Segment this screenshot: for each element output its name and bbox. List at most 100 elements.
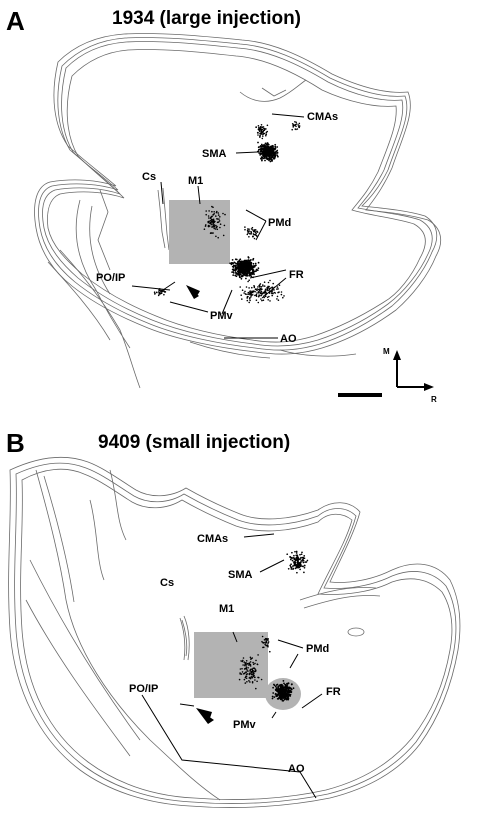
labeled-cell <box>268 146 271 149</box>
labeled-cell <box>217 212 220 214</box>
labeled-cell <box>252 269 255 271</box>
labeled-cell <box>249 292 251 295</box>
labeled-cell <box>268 158 271 161</box>
labeled-cell <box>213 224 215 227</box>
labeled-cell <box>288 694 291 697</box>
panel-a-label-sma: SMA <box>202 148 227 160</box>
labeled-cell <box>283 686 285 689</box>
labeled-cell <box>266 288 269 290</box>
labeled-cell <box>216 225 218 228</box>
labeled-cell <box>251 681 254 683</box>
labeled-cell <box>212 222 214 225</box>
labeled-cell <box>265 134 267 137</box>
panel-a: A 1934 (large injection) <box>6 6 442 404</box>
labeled-cell <box>276 146 279 148</box>
labeled-cell <box>237 274 239 276</box>
labeled-cell <box>251 229 254 231</box>
labeled-cell <box>295 550 298 553</box>
labeled-cell <box>239 276 242 279</box>
labeled-cell <box>275 151 277 153</box>
labeled-cell <box>217 236 219 239</box>
panel-a-labeled-cells <box>153 121 301 304</box>
labeled-cell <box>298 126 301 129</box>
labeled-cell <box>285 685 287 688</box>
labeled-cell <box>247 256 250 258</box>
labeled-cell <box>291 128 294 131</box>
panel-a-label-m1: M1 <box>188 175 203 187</box>
labeled-cell <box>252 262 255 265</box>
labeled-cell <box>303 566 306 569</box>
labeled-cell <box>246 669 248 671</box>
labeled-cell <box>253 237 256 240</box>
labeled-cell <box>236 262 239 265</box>
labeled-cell <box>267 151 269 154</box>
labeled-cell <box>262 148 265 151</box>
labeled-cell <box>229 262 232 265</box>
labeled-cell <box>246 662 249 665</box>
labeled-cell <box>291 123 294 125</box>
labeled-cell <box>257 292 260 294</box>
labeled-cell <box>265 133 267 136</box>
labeled-cell <box>261 635 264 638</box>
labeled-cell <box>266 147 268 149</box>
labeled-cell <box>287 682 289 685</box>
labeled-cell <box>239 286 241 288</box>
labeled-cell <box>255 268 258 271</box>
labeled-cell <box>300 559 303 562</box>
labeled-cell <box>237 266 240 268</box>
labeled-cell <box>249 663 252 666</box>
labeled-cell <box>241 660 244 663</box>
labeled-cell <box>283 682 285 685</box>
labeled-cell <box>292 126 295 128</box>
labeled-cell <box>243 668 246 670</box>
labeled-cell <box>299 553 301 556</box>
labeled-cell <box>213 221 215 223</box>
labeled-cell <box>245 668 247 670</box>
labeled-cell <box>292 568 294 570</box>
labeled-cell <box>278 284 281 287</box>
labeled-cell <box>244 262 247 264</box>
labeled-cell <box>268 149 270 151</box>
labeled-cell <box>251 657 254 659</box>
labeled-cell <box>295 123 298 125</box>
labeled-cell <box>235 272 238 275</box>
labeled-cell <box>304 561 307 563</box>
labeled-cell <box>267 642 269 644</box>
labeled-cell <box>248 274 251 277</box>
labeled-cell <box>246 297 248 299</box>
labeled-cell <box>212 218 215 221</box>
labeled-cell <box>261 131 264 133</box>
labeled-cell <box>295 552 298 554</box>
labeled-cell <box>255 687 257 690</box>
labeled-cell <box>258 126 260 129</box>
labeled-cell <box>248 272 250 274</box>
labeled-cell <box>252 663 255 666</box>
labeled-cell <box>249 677 252 680</box>
panel-a-label-fr: FR <box>289 269 304 281</box>
labeled-cell <box>271 292 273 295</box>
labeled-cell <box>255 126 257 128</box>
labeled-cell <box>276 697 279 700</box>
labeled-cell <box>160 292 162 294</box>
labeled-cell <box>255 288 257 290</box>
labeled-cell <box>240 277 243 280</box>
labeled-cell <box>250 233 253 235</box>
labeled-cell <box>270 160 273 162</box>
labeled-cell <box>265 149 268 152</box>
rostral-arrow-icon <box>424 383 434 391</box>
panel-a-label-pmd: PMd <box>268 217 291 229</box>
panel-a-label-cs: Cs <box>142 171 156 183</box>
labeled-cell <box>249 669 251 671</box>
labeled-cell <box>255 293 258 296</box>
labeled-cell <box>267 641 270 643</box>
labeled-cell <box>264 159 266 162</box>
labeled-cell <box>237 269 240 272</box>
labeled-cell <box>248 287 250 289</box>
scale-bar <box>338 393 382 397</box>
labeled-cell <box>297 559 299 562</box>
labeled-cell <box>254 294 256 297</box>
labeled-cell <box>274 292 277 294</box>
labeled-cell <box>247 261 250 264</box>
labeled-cell <box>272 686 274 689</box>
labeled-cell <box>282 690 284 693</box>
